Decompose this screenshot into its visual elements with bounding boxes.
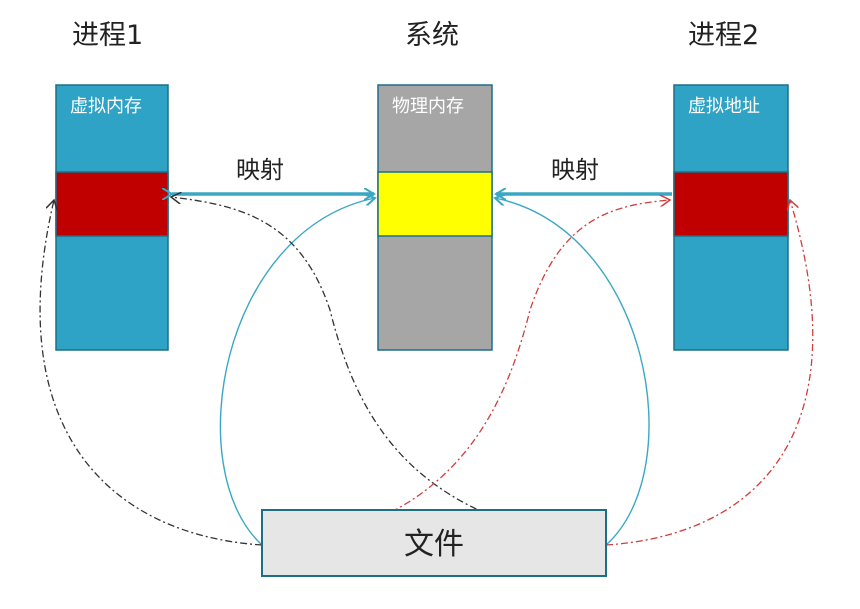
process1-title: 进程1	[72, 20, 143, 51]
file-to-physical-curve-right	[495, 198, 650, 546]
process1-mapped-region	[55, 171, 169, 237]
process2-virtual-address-block: 虚拟地址	[673, 84, 789, 351]
file-to-process1-curve-inner	[171, 197, 607, 546]
system-physical-memory-block: 物理内存	[377, 84, 493, 351]
left-mapping-label: 映射	[236, 156, 284, 184]
system-title: 系统	[405, 20, 459, 51]
file-box-rect	[261, 509, 607, 577]
process1-block-label: 虚拟内存	[70, 96, 142, 117]
process2-block-label: 虚拟地址	[688, 96, 760, 117]
process1-virtual-memory-block: 虚拟内存	[55, 84, 169, 351]
system-block-label: 物理内存	[392, 96, 464, 117]
right-mapping-label: 映射	[551, 156, 599, 184]
file-to-process1-curve-outer	[39, 200, 263, 546]
file-to-physical-curve-left	[219, 198, 375, 546]
process2-mapped-region	[673, 171, 789, 237]
process2-title: 进程2	[688, 20, 759, 51]
file-to-process2-curve-outer	[605, 200, 814, 546]
file-label: 文件	[404, 527, 464, 562]
file-box: 文件	[261, 509, 607, 577]
system-mapped-region	[377, 171, 493, 237]
